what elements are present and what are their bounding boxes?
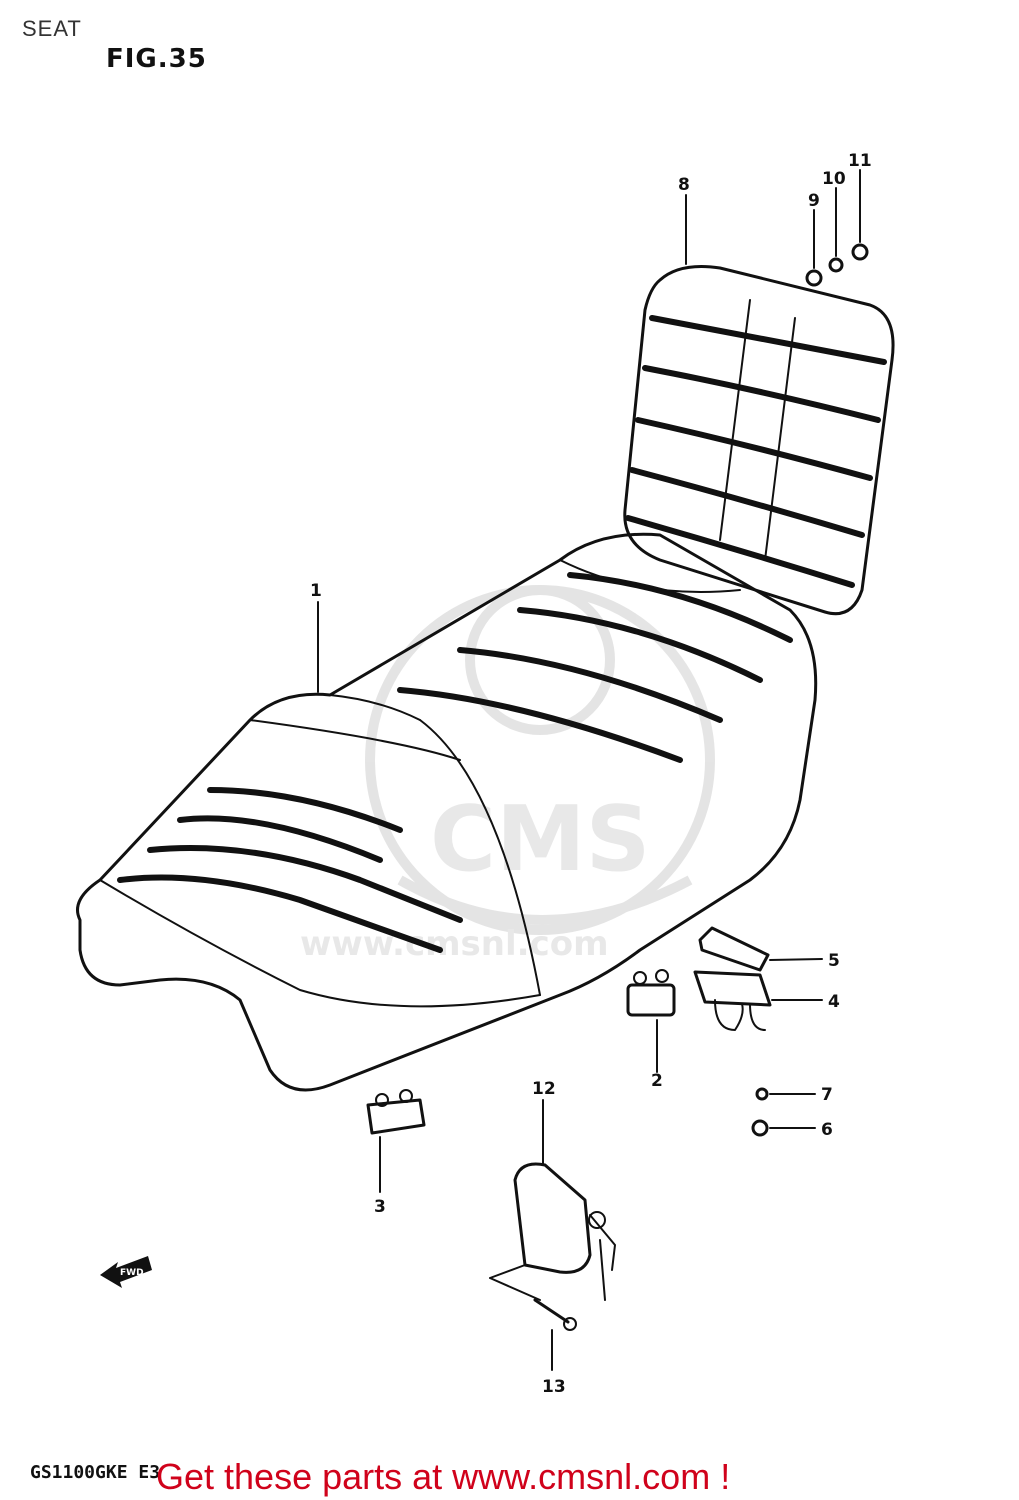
callout-7: 7 xyxy=(821,1085,833,1105)
forward-arrow-label: FWD xyxy=(120,1268,144,1278)
part-11-nut xyxy=(851,243,869,261)
seat-drawing xyxy=(76,532,818,1092)
callout-11: 11 xyxy=(848,151,872,171)
part-10-washer xyxy=(828,257,844,273)
part-9-nut xyxy=(805,269,823,287)
watermark-cms-text: CMS xyxy=(430,787,650,892)
callout-13: 13 xyxy=(542,1377,566,1397)
watermark-url-text: www.cmsnl.com xyxy=(300,924,609,964)
watermark-logo: CMS www.cmsnl.com xyxy=(300,585,715,964)
callout-3: 3 xyxy=(374,1197,386,1217)
part-5-plate xyxy=(698,926,770,972)
figure-number: FIG.35 xyxy=(106,44,207,74)
callout-5: 5 xyxy=(828,951,840,971)
callout-10: 10 xyxy=(822,169,846,189)
part-2-cushion xyxy=(626,969,676,1017)
callout-9: 9 xyxy=(808,191,820,211)
forward-arrow-icon: FWD xyxy=(100,1256,152,1288)
backrest-drawing xyxy=(623,265,895,616)
promo-link[interactable]: Get these parts at www.cmsnl.com ! xyxy=(156,1456,731,1497)
callout-1: 1 xyxy=(310,581,322,601)
part-12-lock xyxy=(513,1162,616,1301)
part-3-cushion xyxy=(366,1089,426,1135)
page-title: SEAT xyxy=(22,16,82,41)
callout-6: 6 xyxy=(821,1120,833,1140)
leader-lines xyxy=(317,169,861,1371)
callout-8: 8 xyxy=(678,175,690,195)
part-7-washer xyxy=(755,1087,769,1101)
model-code: GS1100GKE E3 xyxy=(30,1462,161,1483)
callout-4: 4 xyxy=(828,992,840,1012)
part-6-nut xyxy=(751,1119,769,1137)
part-13-screw xyxy=(533,1298,577,1331)
callout-12: 12 xyxy=(532,1079,556,1099)
callout-2: 2 xyxy=(651,1071,663,1091)
part-4-bracket xyxy=(693,970,772,1031)
